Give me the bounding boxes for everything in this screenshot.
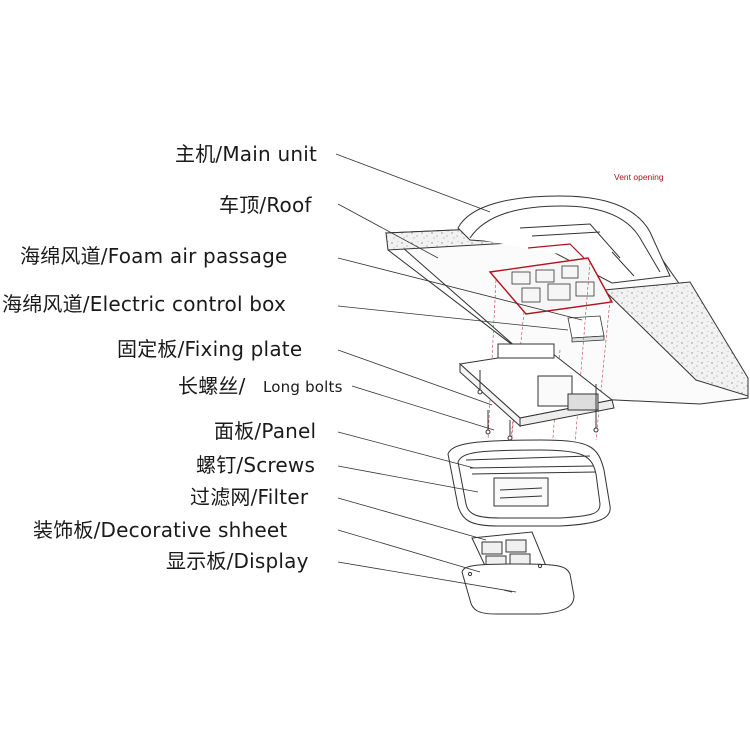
label-decorative-sheet: 装饰板/Decorative shheet (33, 518, 288, 542)
label-display: 显示板/Display (166, 549, 309, 573)
panel-shape (447, 439, 611, 527)
leader-lines (335, 153, 583, 593)
label-foam-air-passage: 海绵风道/Foam air passage (20, 244, 288, 268)
electric-control-box-shape (567, 315, 605, 343)
label-electric-control-box: 海绵风道/Electric control box (2, 292, 287, 316)
vent-opening-callout: Vent opening (614, 172, 664, 182)
label-fixing-plate: 固定板/Fixing plate (117, 337, 303, 361)
label-panel: 面板/Panel (214, 419, 317, 443)
label-filter: 过滤网/Filter (190, 485, 309, 509)
label-main-unit: 主机/Main unit (175, 142, 317, 166)
label-long-bolts-cn: 长螺丝/ (178, 374, 246, 398)
main-unit-shell (457, 195, 671, 284)
foam-air-passage-shape (488, 243, 614, 315)
display-shape (461, 563, 575, 615)
decorative-sheet-shape (471, 531, 547, 573)
label-roof: 车顶/Roof (219, 193, 312, 217)
label-screws: 螺钉/Screws (196, 453, 316, 477)
label-long-bolts-en: Long bolts (263, 378, 343, 396)
fixing-plate-shape (458, 343, 615, 441)
